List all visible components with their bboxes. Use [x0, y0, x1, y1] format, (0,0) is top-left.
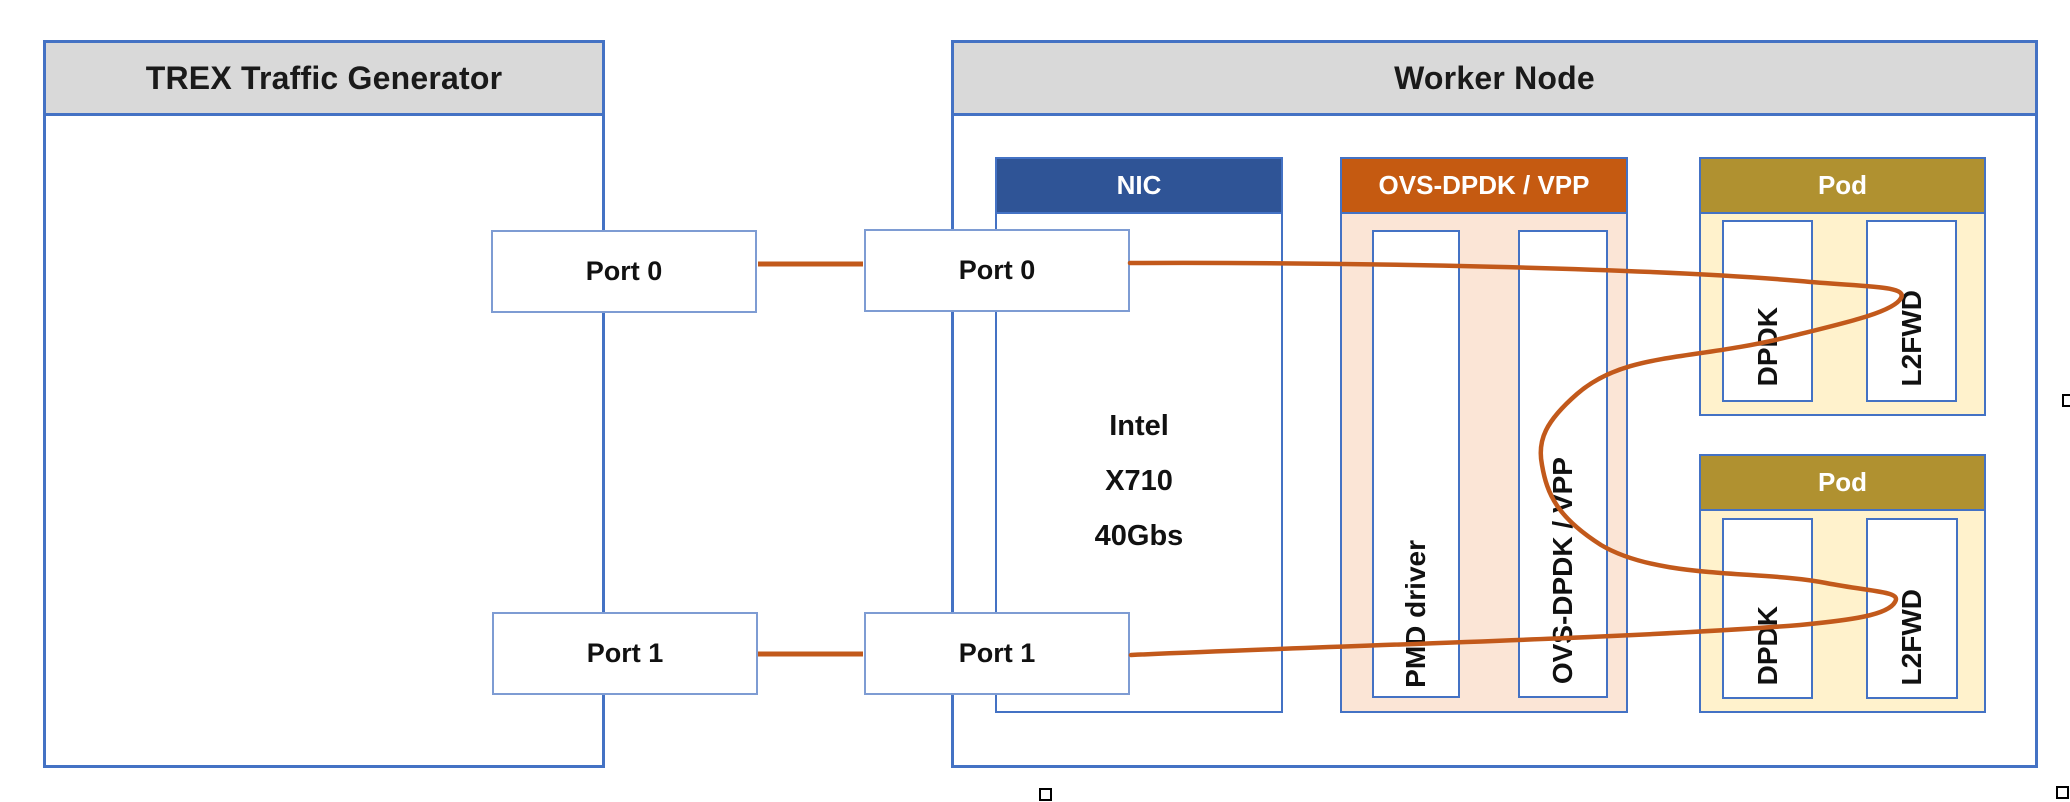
worker-node-title: Worker Node	[1394, 59, 1595, 96]
nic-port1-box: Port 1	[864, 612, 1130, 695]
trex-header: TREX Traffic Generator	[46, 43, 602, 116]
vswitch-header: OVS-DPDK / VPP	[1342, 159, 1626, 214]
nic-title: NIC	[1116, 170, 1162, 200]
stray-square-glyph	[1039, 788, 1052, 801]
stray-square-glyph	[2056, 786, 2069, 799]
nic-chip-line3: 40Gbs	[1094, 520, 1184, 552]
stray-square-glyph	[2062, 394, 2070, 407]
pmd-driver-column: PMD driver	[1372, 230, 1460, 698]
worker-node-header: Worker Node	[954, 43, 2035, 116]
pod-upper-header: Pod	[1701, 159, 1984, 214]
trex-title: TREX Traffic Generator	[145, 59, 503, 96]
pod-lower-l2fwd-box: L2FWD	[1866, 518, 1958, 699]
trex-port1-box: Port 1	[492, 612, 758, 695]
pod-upper-dpdk-label: DPDK	[1751, 306, 1783, 386]
pod-lower-l2fwd-label: L2FWD	[1896, 588, 1927, 685]
pod-lower-dpdk-label: DPDK	[1751, 605, 1783, 685]
pod-upper-l2fwd-label: L2FWD	[1895, 289, 1927, 386]
vswitch-title: OVS-DPDK / VPP	[1378, 170, 1590, 200]
pod-lower-header: Pod	[1701, 456, 1984, 511]
nic-port0-box: Port 0	[864, 229, 1130, 312]
trex-port0-label: Port 0	[585, 256, 663, 286]
pod-lower-title: Pod	[1817, 467, 1868, 497]
nic-port1-label: Port 1	[958, 638, 1036, 668]
pmd-driver-label: PMD driver	[1400, 540, 1431, 688]
nic-header: NIC	[997, 159, 1281, 214]
trex-port0-box: Port 0	[491, 230, 757, 313]
vswitch-datapath-column: OVS-DPDK / VPP	[1518, 230, 1608, 698]
pod-upper-title: Pod	[1817, 170, 1868, 200]
trex-traffic-generator-box: TREX Traffic Generator	[43, 40, 605, 768]
trex-port1-label: Port 1	[586, 638, 664, 668]
nic-chip-line2: X710	[1105, 465, 1173, 497]
nic-chip-line1: Intel	[1109, 410, 1169, 442]
nic-port0-label: Port 0	[958, 255, 1036, 285]
pod-upper-dpdk-box: DPDK	[1722, 220, 1813, 402]
pod-lower-dpdk-box: DPDK	[1722, 518, 1813, 699]
pod-upper-l2fwd-box: L2FWD	[1866, 220, 1957, 402]
nic-chip-label: Intel X710 40Gbs	[997, 399, 1281, 564]
vswitch-datapath-label: OVS-DPDK / VPP	[1547, 456, 1578, 684]
